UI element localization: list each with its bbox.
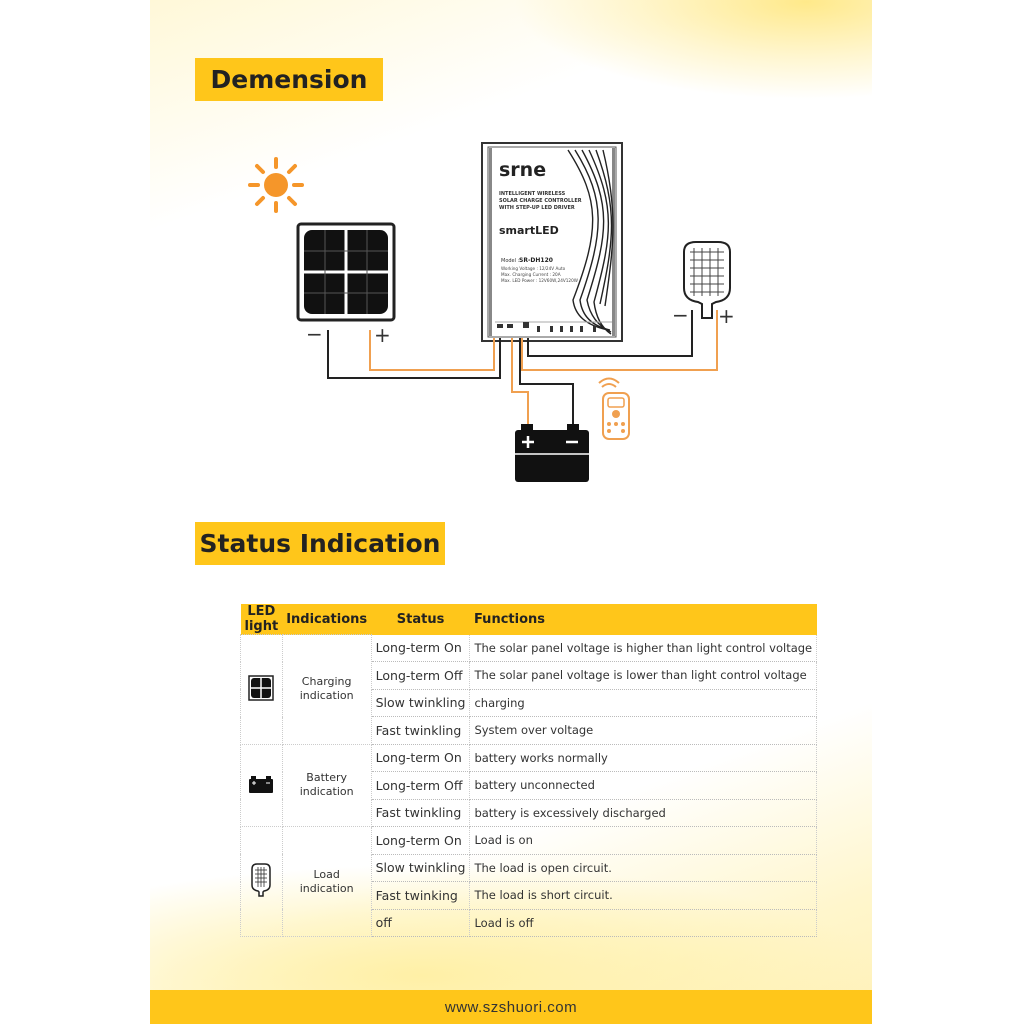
function-cell: The solar panel voltage is lower than li… [469,661,818,690]
solar-panel-icon [296,222,396,322]
table-row: Load indication Long-term On Load is on [240,826,818,937]
status-cell: Long-term On [371,826,471,855]
table-row: Charging indication Long-term On The sol… [240,634,818,745]
function-cell: The load is short circuit. [469,881,818,910]
controller-spec-3: Max. LED Power : 12V60W,24V120W [501,278,578,283]
controller-series-logo: smartLED [499,224,559,237]
wire-load-negative [527,310,693,357]
status-cell: Fast twinkling [371,716,471,745]
table-row: Fast twinkling System over voltage [241,716,818,745]
battery-icon [249,775,274,793]
lamp-minus-sign: − [672,303,689,327]
controller-model-label: Model : [501,258,520,264]
table-row: Long-term Off The solar panel voltage is… [241,661,818,690]
lamp-plus-sign: + [718,304,735,328]
status-table: LED light Indications Status Functions C… [240,604,818,937]
wire-battery-negative [519,338,574,426]
table-row: off Load is off [241,909,818,937]
wire-panel-positive [369,330,495,371]
indication-load: Load indication [281,826,372,937]
function-cell: battery unconnected [469,771,818,800]
dimension-heading: Demension [195,58,383,101]
header-status: Status [371,604,470,635]
sun-icon [248,157,304,213]
led-cell-charging [240,634,283,745]
table-header-row: LED light Indications Status Functions [240,604,817,635]
function-cell: charging [469,689,818,717]
decorative-wave-top [512,0,872,100]
street-lamp-icon [251,863,272,897]
wiring-diagram: − + srne INTELLIGENT WIRELESS SO [248,142,735,482]
status-cell: Long-term On [371,634,471,662]
footer-bar: www.szshuori.com [150,990,872,1024]
status-cell: Fast twinkling [371,799,471,827]
status-cell: Slow twinkling [371,854,471,882]
function-cell: battery is excessively discharged [469,799,818,827]
function-cell: Load is off [469,909,818,937]
table-row: Fast twinkling battery is excessively di… [241,799,818,827]
wire-panel-negative [327,330,501,379]
status-cell: off [371,909,471,937]
function-cell: Load is on [469,826,818,855]
table-row: Slow twinkling The load is open circuit. [241,854,818,882]
status-cell: Fast twinking [371,881,471,910]
table-row: Slow twinkling charging [241,689,818,717]
indication-battery: Battery indication [281,743,372,827]
footer-url: www.szshuori.com [444,998,578,1016]
function-cell: System over voltage [469,716,818,745]
wire-load-positive [521,310,718,371]
status-cell: Long-term On [371,744,471,772]
controller-spec-2: Max. Charging Current : 20A [501,272,561,277]
controller-model: SR-DH120 [519,257,553,264]
header-indications: Indications [282,604,372,635]
status-cell: Long-term Off [371,661,471,690]
controller-brand: srne [499,159,546,181]
controller-desc-line-3: WITH STEP-UP LED DRIVER [499,205,575,211]
table-row: Battery indication Long-term On battery … [240,743,818,827]
status-cell: Long-term Off [371,771,471,800]
function-cell: The load is open circuit. [469,854,818,882]
solar-panel-icon [248,675,275,701]
controller-desc-line-1: INTELLIGENT WIRELESS [499,191,566,197]
status-indication-heading: Status Indication [195,522,445,565]
led-cell-load [240,826,283,937]
charge-controller [481,142,623,342]
remote-control-icon [598,377,630,440]
panel-plus-sign: + [374,323,391,347]
panel-minus-sign: − [306,322,323,346]
controller-spec-1: Working Voltage : 12/24V Auto [501,266,566,271]
wire-battery-positive [511,338,529,426]
led-cell-battery [240,743,283,827]
battery-icon [515,424,589,482]
controller-desc-line-2: SOLAR CHARGE CONTROLLER [499,198,582,204]
function-cell: The solar panel voltage is higher than l… [469,634,818,662]
table-row: Fast twinking The load is short circuit. [241,881,818,910]
function-cell: battery works normally [469,744,818,772]
street-lamp-icon [683,241,731,319]
indication-charging: Charging indication [281,634,372,745]
header-functions: Functions [469,604,817,635]
status-cell: Slow twinkling [371,689,471,717]
table-row: Long-term Off battery unconnected [241,771,818,800]
header-led-light: LED light [240,604,283,635]
